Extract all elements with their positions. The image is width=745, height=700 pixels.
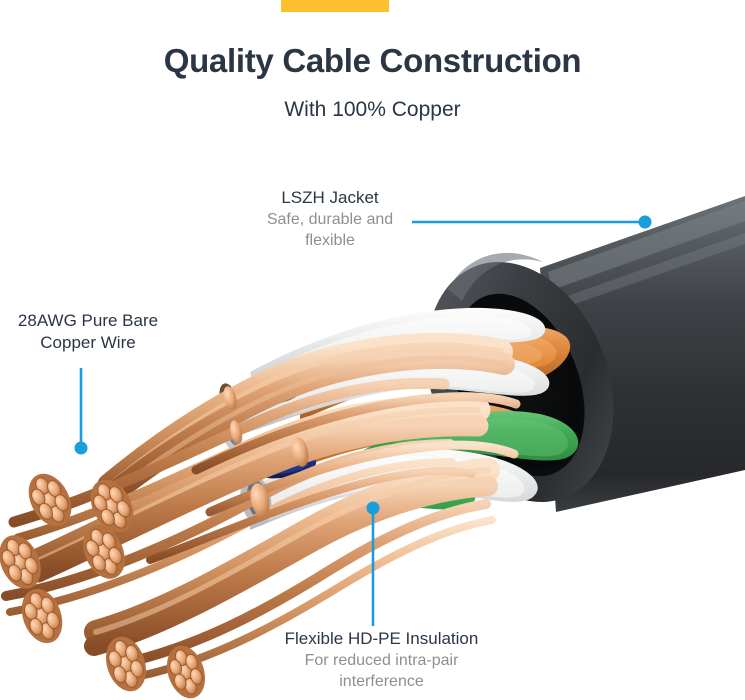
strand-end-bundle [83, 525, 125, 579]
page-subtitle: With 100% Copper [284, 98, 461, 121]
callout-lszh-title: LSZH Jacket [281, 188, 379, 207]
callout-copper-title-line2: Copper Wire [40, 333, 136, 352]
strand-end-bundle [105, 636, 147, 692]
strand-end-bundle [28, 473, 72, 527]
callout-copper-title-line1: 28AWG Pure Bare [17, 311, 159, 330]
callout-lszh-subtitle-line2: flexible [305, 232, 355, 249]
callout-insulation-subtitle-line2: interference [339, 673, 424, 690]
strand-end-bundle [90, 479, 134, 533]
page-title: Quality Cable Construction [163, 42, 582, 79]
callout-lszh-jacket: LSZH Jacket Safe, durable and flexible [180, 187, 480, 251]
copper-conductors [0, 332, 521, 699]
callout-lszh-subtitle-line1: Safe, durable and [266, 211, 394, 228]
strand-end-bundle [166, 645, 206, 699]
strand-end-bundle [21, 588, 63, 644]
callout-hdpe-insulation: Flexible HD-PE Insulation For reduced in… [205, 628, 558, 692]
accent-bar [281, 0, 389, 12]
callout-insulation-subtitle-line1: For reduced intra-pair [304, 652, 459, 669]
callout-copper-wire: 28AWG Pure Bare Copper Wire [0, 310, 176, 354]
conductor-in-insulation [223, 386, 309, 517]
callout-insulation-title: Flexible HD-PE Insulation [284, 629, 479, 648]
strand-end-bundle [0, 535, 41, 589]
